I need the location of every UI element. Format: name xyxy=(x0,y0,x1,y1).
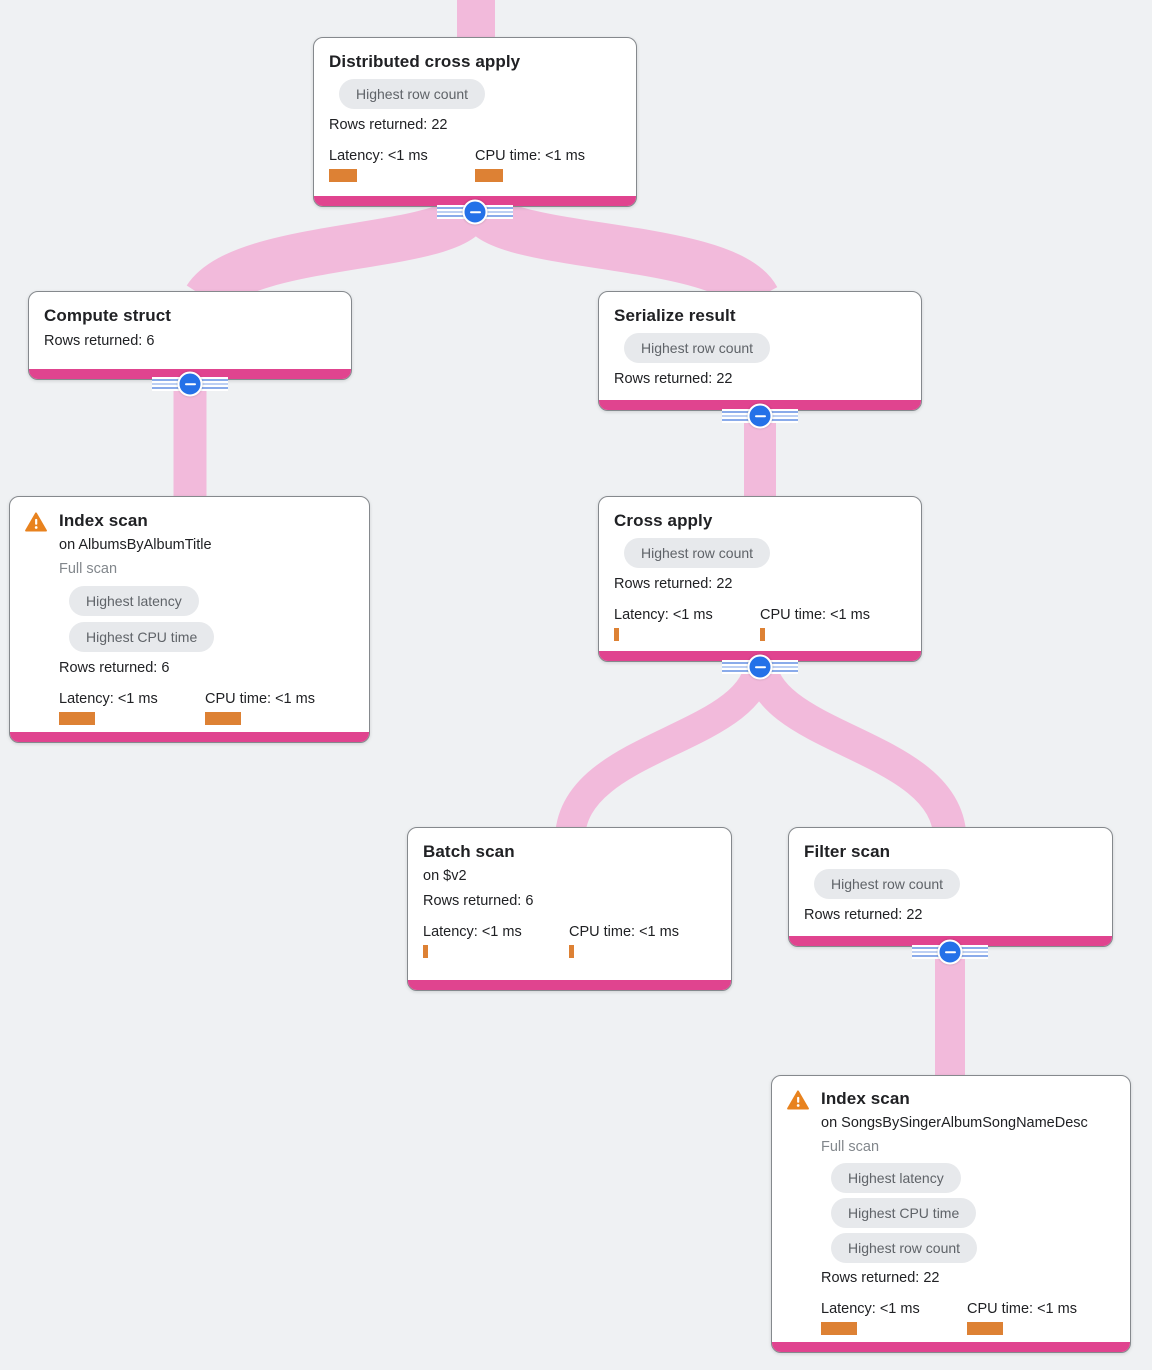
badge-highest-row-count: Highest row count xyxy=(339,79,486,110)
latency-metric: Latency: <1 ms xyxy=(423,924,569,959)
node-accent-bar xyxy=(772,1342,1130,1352)
cpu-time-label: CPU time: <1 ms xyxy=(475,148,585,165)
node-index-scan-songs[interactable]: Index scan on SongsBySingerAlbumSongName… xyxy=(771,1075,1131,1353)
node-subtitle: on $v2 xyxy=(423,868,467,885)
badge-highest-row-count: Highest row count xyxy=(624,538,771,569)
node-title: Cross apply xyxy=(614,511,713,530)
cpu-time-bar xyxy=(569,945,574,959)
rows-returned: Rows returned: 6 xyxy=(44,333,155,350)
cpu-time-label: CPU time: <1 ms xyxy=(569,924,679,941)
node-title: Index scan xyxy=(59,511,148,530)
badge-highest-cpu-time: Highest CPU time xyxy=(69,622,215,653)
warning-icon xyxy=(787,1088,821,1335)
node-title: Index scan xyxy=(821,1089,910,1108)
latency-label: Latency: <1 ms xyxy=(614,607,713,624)
node-distributed-cross-apply[interactable]: Distributed cross apply Highest row coun… xyxy=(313,37,637,207)
badge-highest-row-count: Highest row count xyxy=(831,1233,978,1264)
cpu-time-bar xyxy=(475,169,503,183)
cpu-time-label: CPU time: <1 ms xyxy=(967,1301,1077,1318)
node-compute-struct[interactable]: Compute struct Rows returned: 6 xyxy=(28,291,352,380)
node-subtitle: on AlbumsByAlbumTitle xyxy=(59,537,212,554)
latency-label: Latency: <1 ms xyxy=(329,148,428,165)
latency-bar xyxy=(821,1322,857,1336)
collapse-button-distributed-cross-apply[interactable] xyxy=(437,199,513,225)
node-batch-scan[interactable]: Batch scan on $v2 Rows returned: 6 Laten… xyxy=(407,827,732,991)
rows-returned: Rows returned: 22 xyxy=(614,576,733,593)
node-filter-scan[interactable]: Filter scan Highest row count Rows retur… xyxy=(788,827,1113,947)
node-title: Compute struct xyxy=(44,306,172,325)
collapse-minus-icon xyxy=(462,199,488,225)
collapse-minus-icon xyxy=(747,654,773,680)
rows-returned: Rows returned: 6 xyxy=(59,660,170,677)
scan-type: Full scan xyxy=(821,1139,880,1156)
rows-returned: Rows returned: 22 xyxy=(821,1270,940,1287)
node-title: Batch scan xyxy=(423,842,515,861)
minus-glyph xyxy=(469,210,481,214)
badge-highest-latency: Highest latency xyxy=(831,1163,961,1194)
collapse-minus-icon xyxy=(747,403,773,429)
latency-label: Latency: <1 ms xyxy=(821,1301,920,1318)
rows-returned: Rows returned: 6 xyxy=(423,893,534,910)
collapse-button-cross-apply[interactable] xyxy=(722,654,798,680)
latency-metric: Latency: <1 ms xyxy=(614,607,760,642)
badge-highest-latency: Highest latency xyxy=(69,586,199,617)
collapse-button-filter-scan[interactable] xyxy=(912,939,988,965)
latency-metric: Latency: <1 ms xyxy=(329,148,475,183)
latency-metric: Latency: <1 ms xyxy=(821,1301,967,1336)
node-serialize-result[interactable]: Serialize result Highest row count Rows … xyxy=(598,291,922,411)
badge-highest-row-count: Highest row count xyxy=(624,333,771,364)
collapse-button-compute-struct[interactable] xyxy=(152,371,228,397)
edge-dca-to-compute-struct xyxy=(186,196,493,313)
cpu-metric: CPU time: <1 ms xyxy=(475,148,585,183)
warning-icon xyxy=(25,510,59,725)
collapse-button-serialize-result[interactable] xyxy=(722,403,798,429)
latency-bar xyxy=(423,945,428,959)
minus-glyph xyxy=(184,382,196,386)
cpu-time-label: CPU time: <1 ms xyxy=(760,607,870,624)
cpu-metric: CPU time: <1 ms xyxy=(760,607,870,642)
latency-label: Latency: <1 ms xyxy=(59,691,158,708)
collapse-minus-icon xyxy=(937,939,963,965)
node-index-scan-albums[interactable]: Index scan on AlbumsByAlbumTitle Full sc… xyxy=(9,496,370,743)
cpu-time-bar xyxy=(760,628,765,642)
edge-cross-apply-to-filter-scan xyxy=(743,656,967,842)
node-title: Filter scan xyxy=(804,842,891,861)
node-subtitle: on SongsBySingerAlbumSongNameDesc xyxy=(821,1115,1088,1132)
edge-dca-to-serialize-result xyxy=(458,195,778,312)
rows-returned: Rows returned: 22 xyxy=(329,117,448,134)
latency-bar xyxy=(329,169,357,183)
node-title: Distributed cross apply xyxy=(329,52,521,71)
collapse-minus-icon xyxy=(177,371,203,397)
cpu-time-bar xyxy=(967,1322,1003,1336)
node-accent-bar xyxy=(10,732,369,742)
latency-label: Latency: <1 ms xyxy=(423,924,522,941)
badge-highest-cpu-time: Highest CPU time xyxy=(831,1198,977,1229)
node-cross-apply[interactable]: Cross apply Highest row count Rows retur… xyxy=(598,496,922,662)
scan-type: Full scan xyxy=(59,561,118,578)
latency-metric: Latency: <1 ms xyxy=(59,691,205,726)
node-title: Serialize result xyxy=(614,306,736,325)
minus-glyph xyxy=(944,950,956,954)
node-accent-bar xyxy=(408,980,731,990)
rows-returned: Rows returned: 22 xyxy=(804,907,923,924)
cpu-metric: CPU time: <1 ms xyxy=(205,691,315,726)
latency-bar xyxy=(614,628,619,642)
cpu-time-bar xyxy=(205,712,241,726)
badge-highest-row-count: Highest row count xyxy=(814,869,961,900)
rows-returned: Rows returned: 22 xyxy=(614,371,733,388)
minus-glyph xyxy=(754,665,766,669)
cpu-metric: CPU time: <1 ms xyxy=(967,1301,1077,1336)
latency-bar xyxy=(59,712,95,726)
minus-glyph xyxy=(754,414,766,418)
cpu-metric: CPU time: <1 ms xyxy=(569,924,679,959)
cpu-time-label: CPU time: <1 ms xyxy=(205,691,315,708)
edge-cross-apply-to-batch-scan xyxy=(555,656,775,842)
